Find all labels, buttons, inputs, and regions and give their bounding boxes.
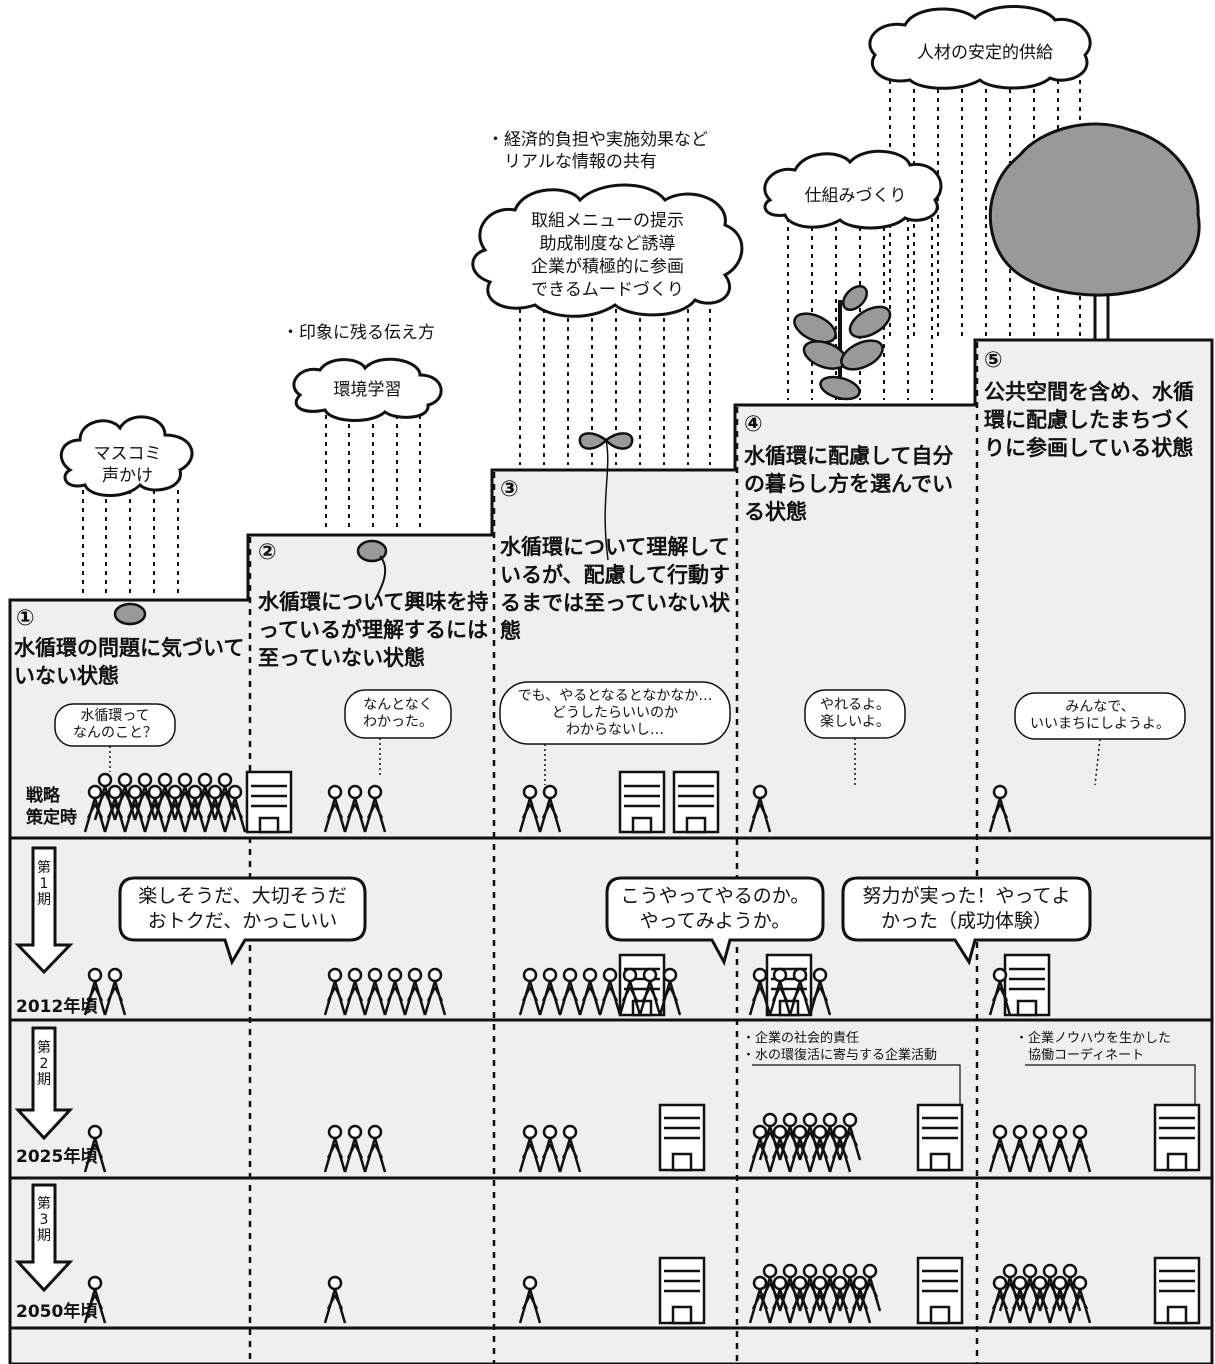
- bubble-2-text: なんとなく わかった。: [345, 697, 451, 731]
- stage-5-title: 公共空間を含め、水循環に配慮したまちづくりに参画している状態: [984, 378, 1208, 462]
- corporate-note-stage-4: ・企業の社会的責任 ・水の環復活に寄与する企業活動: [742, 1030, 937, 1064]
- period-2-label: 第 2 期: [36, 1040, 52, 1088]
- stage-5-number: ⑤: [984, 348, 1003, 373]
- bubble-1-text: 水循環って なんのこと？: [55, 708, 175, 742]
- cloud-1-text: マスコミ 声かけ: [70, 443, 185, 487]
- transition-bubble-3-text: 努力が実った！やってよ かった（成功体験）: [843, 884, 1090, 934]
- row-label-2025: 2025年頃: [16, 1142, 97, 1167]
- building: [1155, 1105, 1199, 1170]
- cloud-3-text: 取組メニューの提示 助成制度など誘導 企業が積極的に参画 できるムードづくり: [485, 210, 730, 302]
- period-3-label: 第 3 期: [36, 1196, 52, 1244]
- stage-4-title: 水循環に配慮して自分の暮らし方を選んでいる状態: [744, 442, 972, 526]
- staircase-outline: [10, 340, 1212, 1364]
- stage-3-title: 水循環について理解しているが、配慮して行動するまでは至っていない状態: [500, 533, 732, 645]
- building: [660, 1258, 704, 1323]
- building: [660, 1105, 704, 1170]
- note-stage-2: ・印象に残る伝え方: [282, 318, 435, 343]
- stage-2-title: 水循環について興味を持っているが理解するには至っていない状態: [258, 588, 490, 672]
- building: [918, 1105, 962, 1170]
- tree: [990, 124, 1199, 340]
- cloud-4-text: 仕組みづくり: [768, 185, 943, 207]
- stage-4-number: ④: [744, 412, 763, 437]
- cloud-5-text: 人材の安定的供給: [880, 42, 1090, 64]
- bubble-5-text: みんなで、 いいまちにしようよ。: [1015, 699, 1185, 733]
- corporate-note-stage-5: ・企業ノウハウを生かした 協働コーディネート: [1015, 1030, 1171, 1064]
- row-label-start: 戦略 策定時: [26, 785, 77, 829]
- stage-3-number: ③: [500, 477, 519, 502]
- cloud-2-text: 環境学習: [305, 379, 430, 401]
- building: [674, 772, 718, 832]
- building: [247, 772, 291, 832]
- building: [1155, 1258, 1199, 1323]
- building: [1005, 955, 1049, 1015]
- stage-1-title: 水循環の問題に気づいていない状態: [14, 634, 246, 690]
- seed: [115, 604, 145, 624]
- transition-bubble-1-text: 楽しそうだ、大切そうだ おトクだ、かっこいい: [120, 884, 365, 934]
- transition-bubble-2-text: こうやってやるのか。 やってみようか。: [607, 884, 823, 934]
- building: [918, 1258, 962, 1323]
- period-1-label: 第 1 期: [36, 860, 52, 908]
- building: [620, 772, 664, 832]
- row-label-2050: 2050年頃: [16, 1297, 97, 1322]
- bubble-4-text: やれるよ。 楽しいよ。: [805, 697, 905, 731]
- plant: [790, 282, 895, 403]
- note-stage-3: ・経済的負担や実施効果など リアルな情報の共有: [487, 129, 708, 173]
- bubble-3-text: でも、やるとなるとなかなか… どうしたらいいのか わからないし…: [500, 688, 730, 739]
- stage-1-number: ①: [16, 606, 35, 631]
- row-label-2012: 2012年頃: [16, 992, 97, 1017]
- stage-2-number: ②: [258, 540, 277, 565]
